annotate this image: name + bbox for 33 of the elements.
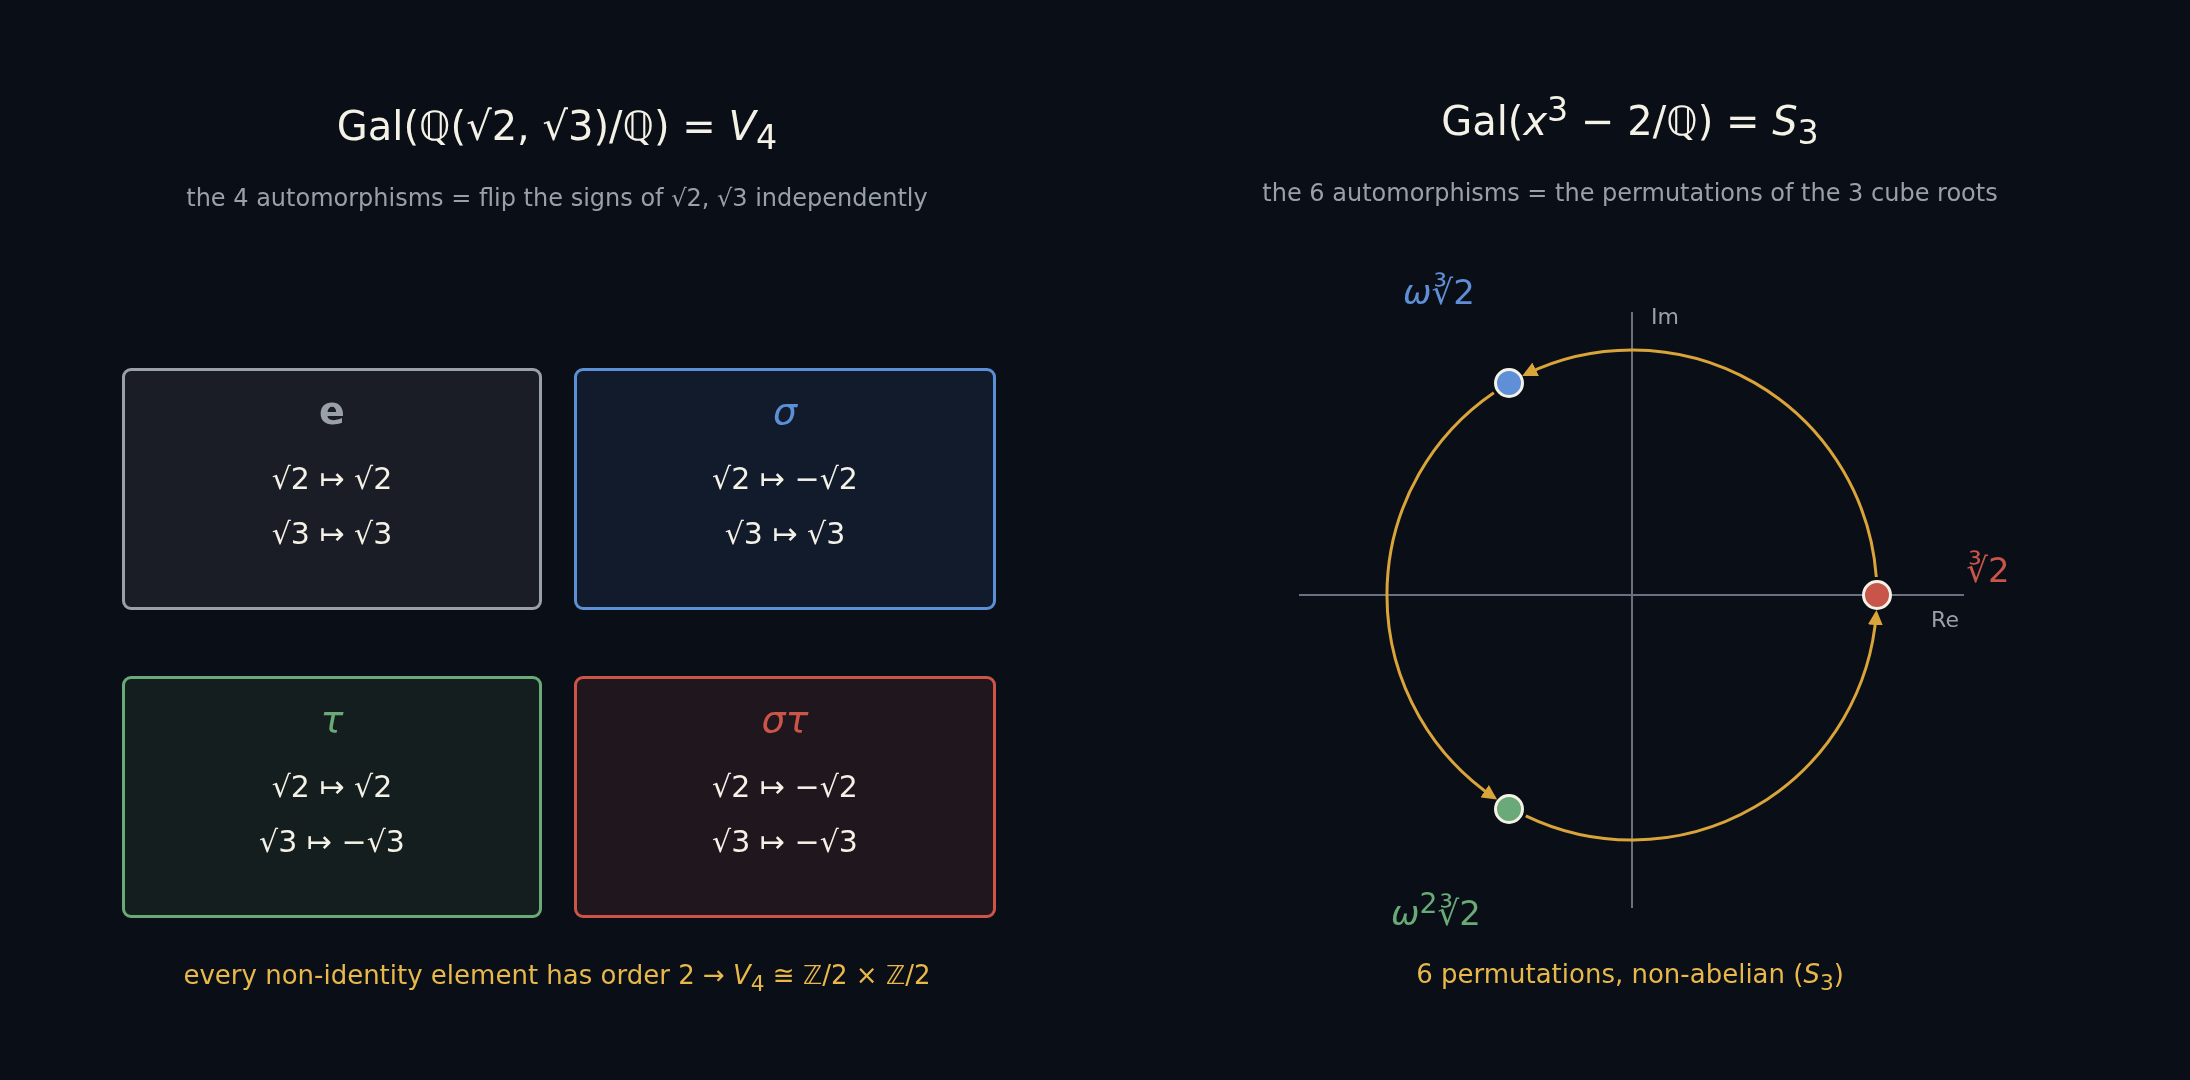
mapping-rule: √3 ↦ −√3 [259, 824, 405, 859]
conclusion-note: every non-identity element has order 2 → V$_{4}$ ≅ ℤ/2 × ℤ/2 [183, 960, 931, 996]
axis-label: Re [1931, 606, 1959, 632]
mapping-rule: √2 ↦ −√2 [712, 461, 858, 496]
automorphism-card [574, 368, 996, 610]
automorphism-card [122, 676, 542, 918]
automorphism-card [574, 676, 996, 918]
automorphism-heading: σ [772, 389, 798, 433]
automorphism-heading: στ [761, 697, 809, 741]
mapping-rule: √3 ↦ −√3 [712, 824, 858, 859]
automorphism-card [122, 368, 542, 610]
root-point [1494, 794, 1524, 824]
mapping-rule: √3 ↦ √3 [724, 516, 846, 551]
title: Gal(x$^{3}$ − 2/ℚ) = S$_{3}$ [1441, 89, 1819, 153]
root-point [1494, 368, 1524, 398]
subtitle: the 4 automorphisms = flip the signs of √2, √3 independently [186, 184, 928, 212]
identity-heading: e [319, 389, 345, 433]
permutation-arrow [1525, 610, 1883, 842]
root-label: ∛2 [1966, 550, 2010, 590]
mapping-rule: √2 ↦ −√2 [712, 769, 858, 804]
mapping-rule: √2 ↦ √2 [271, 461, 393, 496]
mapping-rule: √3 ↦ √3 [271, 516, 393, 551]
root-point [1862, 580, 1892, 610]
permutation-arrow [1385, 391, 1497, 800]
root-label: ω∛2 [1403, 272, 1475, 312]
root-label: ω$^{2}$∛2 [1391, 886, 1481, 934]
permutation-arrow [1522, 348, 1878, 578]
axis-label: Im [1651, 303, 1679, 329]
title: Gal(ℚ(√2, √3)/ℚ) = V$_{4}$ [336, 103, 778, 157]
mapping-rule: √2 ↦ √2 [271, 769, 393, 804]
automorphism-heading: τ [320, 697, 344, 741]
conclusion-note: 6 permutations, non-abelian (S$_{3}$) [1416, 959, 1844, 995]
subtitle: the 6 automorphisms = the permutations of the 3 cube roots [1262, 179, 1998, 207]
